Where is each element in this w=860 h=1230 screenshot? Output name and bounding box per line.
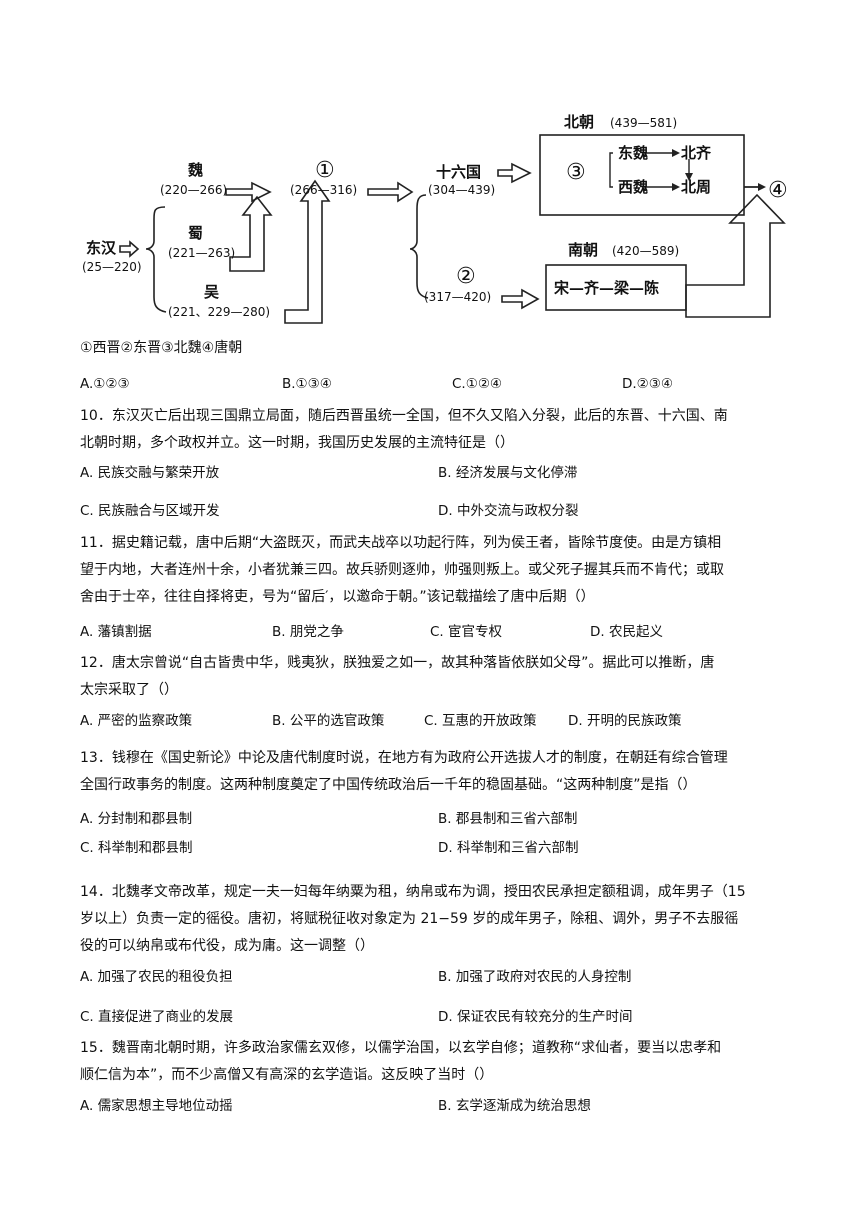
q11-stem-line-3: 舍由于士卒，往往自择将吏，号为“留后′，以邀命于朝。”该记载描绘了唐中后期（） [80,589,595,605]
beichao-box [539,134,745,216]
nanchao-label: 南朝 [568,241,598,259]
arrow-m1 [367,181,414,203]
q15-option-b[interactable]: B. 玄学逐渐成为统治思想 [438,1098,591,1114]
q10-option-c[interactable]: C. 民族融合与区域开发 [80,503,220,519]
history-timeline-diagram: 东汉 魏 蜀 吴 十六国 北朝 南朝 东魏 北齐 西魏 北周 宋—齐—梁—陈 (… [82,113,788,324]
q14-option-b[interactable]: B. 加强了政府对农民的人身控制 [438,969,632,985]
donghan-years: (25—220) [82,260,142,274]
arrow-sixteen [497,162,532,184]
q9-option-c[interactable]: C.①②④ [452,376,503,392]
q13-option-b[interactable]: B. 郡县制和三省六部制 [438,811,578,827]
q13-option-c[interactable]: C. 科举制和郡县制 [80,840,193,856]
q10-option-d[interactable]: D. 中外交流与政权分裂 [438,503,579,519]
m2-years: (317—420) [424,290,491,304]
nanchao-chain: 宋—齐—梁—陈 [553,279,659,297]
q12-option-b[interactable]: B. 公平的选官政策 [272,713,385,729]
q13-stem-line-1: 13．钱穆在《国史新论》中论及唐代制度时说，在地方有为政府公开选拔人才的制度，在… [80,750,728,766]
q14-stem-line-1: 14．北魏孝文帝改革，规定一夫一妇每年纳粟为租，纳帛或布为调，授田农民承担定额租… [80,884,746,900]
marker-3: ③ [566,160,586,185]
q11-stem-line-1: 11．据史籍记载，唐中后期“大盗既灭，而武夫战卒以功起行阵，列为侯王者，皆除节度… [80,535,722,551]
sixteen-label: 十六国 [436,163,481,181]
q13-option-d[interactable]: D. 科举制和三省六部制 [438,840,579,856]
q14-option-c[interactable]: C. 直接促进了商业的发展 [80,1009,234,1025]
q14-option-d[interactable]: D. 保证农民有较充分的生产时间 [438,1009,633,1025]
q11-stem-line-2: 望于内地，大者连州十余，小者犹兼三四。故兵骄则逐帅，帅强则叛上。或父死子握其兵而… [80,562,724,578]
q10-stem-line-1: 10．东汉灭亡后出现三国鼎立局面，随后西晋虽统一全国，但不久又陷入分裂，此后的东… [80,408,728,424]
shu-years: (221—263) [168,246,235,260]
m1-years: (266—316) [290,183,357,197]
q12-stem-line-2: 太宗采取了（） [80,682,178,698]
q9-option-a[interactable]: A.①②③ [80,376,130,392]
left-brace [145,206,167,313]
donghan-label: 东汉 [86,239,117,257]
beichao-years: (439—581) [610,116,677,130]
q11-option-c[interactable]: C. 宦官专权 [430,624,503,640]
beichao-label: 北朝 [564,113,594,131]
q13-stem-line-2: 全国行政事务的制度。这两种制度奠定了中国传统政治后一千年的稳固基础。“这两种制度… [80,777,697,793]
q12-stem-line-1: 12．唐太宗曾说“自古皆贵中华，贱夷狄，朕独爱之如一，故其种落皆依朕如父母”。据… [80,655,715,671]
shu-label: 蜀 [188,224,203,242]
q11-option-b[interactable]: B. 朋党之争 [272,624,344,640]
q9-caption: ①西晋②东晋③北魏④唐朝 [80,340,243,356]
q10-option-a[interactable]: A. 民族交融与繁荣开放 [80,465,220,481]
arrow-m2 [501,288,540,310]
middle-brace [409,194,429,299]
wei-years: (220—266) [160,183,227,197]
q9-option-b[interactable]: B.①③④ [282,376,332,392]
arrow-shu [229,195,273,272]
beizhou-label: 北周 [681,178,711,196]
wu-years: (221、229—280) [168,305,270,319]
q15-option-a[interactable]: A. 儒家思想主导地位动摇 [80,1098,233,1114]
sixteen-years: (304—439) [428,183,495,197]
dongwei-label: 东魏 [618,144,648,162]
q14-option-a[interactable]: A. 加强了农民的租役负担 [80,969,233,985]
arrow-donghan [119,240,140,258]
q12-option-d[interactable]: D. 开明的民族政策 [568,713,682,729]
q11-option-a[interactable]: A. 藩镇割据 [80,624,152,640]
q14-stem-line-3: 役的可以纳帛或布代役，成为庸。这一调整（） [80,938,374,954]
marker-1: ① [315,158,335,183]
q15-stem-line-1: 15．魏晋南北朝时期，许多政治家儒玄双修，以儒学治国，以玄学自修；道教称“求仙者… [80,1040,722,1056]
q10-option-b[interactable]: B. 经济发展与文化停滞 [438,465,578,481]
q12-option-c[interactable]: C. 互惠的开放政策 [424,713,537,729]
marker-2: ② [456,264,476,289]
arrow-wei [225,181,272,203]
q10-stem-line-2: 北朝时期，多个政权并立。这一时期，我国历史发展的主流特征是（） [80,435,514,451]
arrow-nanchao [685,193,786,318]
nanchao-years: (420—589) [612,244,679,258]
q9-option-d[interactable]: D.②③④ [622,376,673,392]
marker-4: ④ [768,178,788,203]
q15-stem-line-2: 顺仁信为本”，而不少高僧又有高深的玄学造诣。这反映了当时（） [80,1067,494,1083]
q14-stem-line-2: 岁以上）负责一定的徭役。唐初，将赋税征收对象定为 21−59 岁的成年男子，除租… [80,911,739,927]
wei-label: 魏 [187,161,203,179]
beiqi-label: 北齐 [681,144,712,162]
q12-option-a[interactable]: A. 严密的监察政策 [80,713,193,729]
xiwei-label: 西魏 [618,178,648,196]
arrow-wu [284,179,331,324]
q11-option-d[interactable]: D. 农民起义 [590,624,663,640]
q13-option-a[interactable]: A. 分封制和郡县制 [80,811,193,827]
wu-label: 吴 [204,283,219,301]
